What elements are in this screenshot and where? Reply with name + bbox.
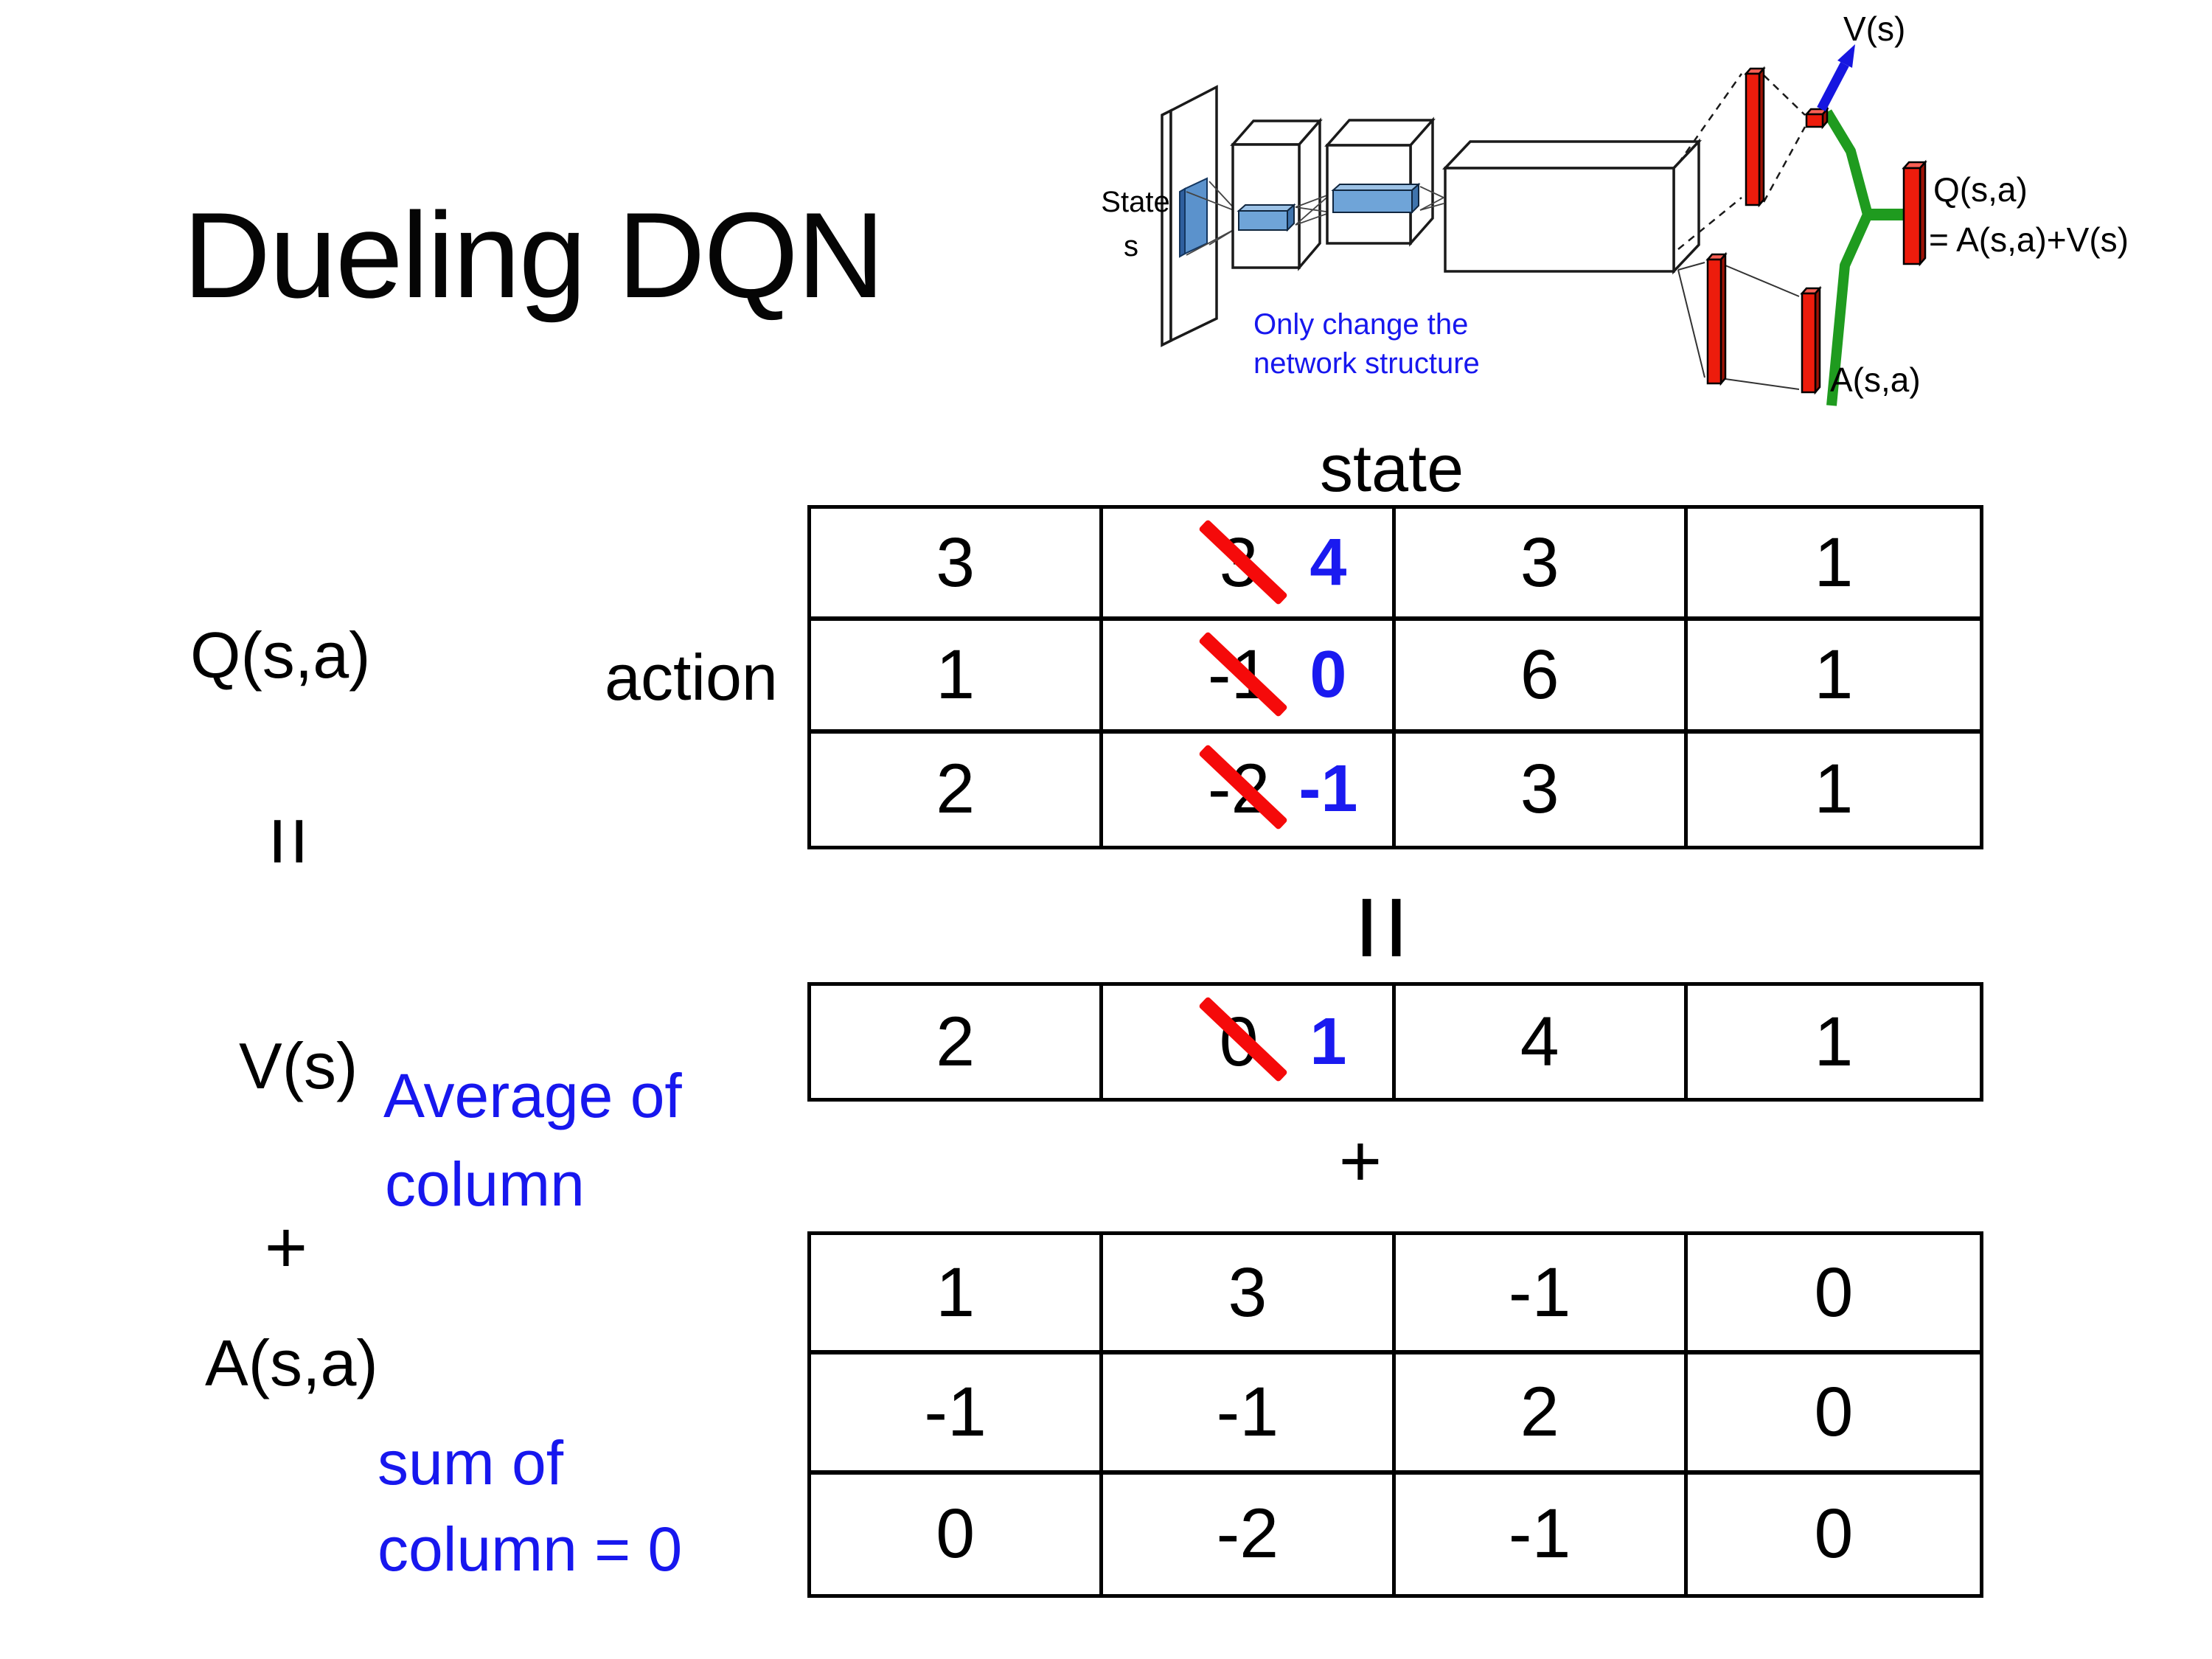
advantage-note-line1: sum of <box>378 1428 564 1498</box>
diagram-q-label-line2: = A(s,a)+V(s) <box>1929 220 2129 259</box>
v-cell: 4 <box>1396 986 1688 1098</box>
a-cell: 0 <box>1814 1495 1854 1573</box>
new-value: 4 <box>1310 525 1347 599</box>
value-arrow <box>1817 44 1855 112</box>
value-scalar-node <box>1804 106 1829 130</box>
input-plate <box>1161 85 1218 347</box>
hidden-layer-block <box>1441 138 1703 275</box>
advantage-table: 1 3 -1 0 -1 -1 2 0 0 -2 -1 0 <box>807 1231 1983 1598</box>
a-cell: 1 <box>811 1235 1104 1355</box>
network-architecture-diagram: State s Only change the network structur… <box>1101 10 2129 406</box>
equals-sign-left: = <box>240 815 338 867</box>
q-cell: 2 <box>811 733 1104 846</box>
v-cell: 2 <box>811 986 1104 1098</box>
value-row-table: 2 0 1 4 1 <box>807 982 1983 1102</box>
a-cell: -1 <box>1395 1235 1688 1355</box>
plus-sign-left: + <box>264 1206 308 1289</box>
value-stream-links <box>1677 73 1806 250</box>
q-cell: 3 <box>811 509 1104 622</box>
action-axis-header: action <box>605 641 778 714</box>
a-cell: 0 <box>1687 1235 1980 1355</box>
advantage-note-line2: column = 0 <box>378 1514 683 1584</box>
new-value: 0 <box>1310 637 1347 712</box>
q-cell: 3 <box>1396 733 1688 846</box>
q-function-label: Q(s,a) <box>190 619 371 692</box>
combine-connector <box>1823 109 1907 406</box>
state-axis-header: state <box>1320 432 1464 506</box>
conv-layer-1 <box>1230 117 1323 271</box>
q-cell-struck: -2 -1 <box>1103 733 1396 846</box>
value-function-label: V(s) <box>239 1029 358 1102</box>
a-cell: -2 <box>1103 1474 1396 1594</box>
feature-map-2 <box>1331 182 1421 215</box>
diagram-input-label-line2: s <box>1124 230 1138 262</box>
conv-lines-2 <box>1295 193 1332 226</box>
value-note-line1: Average of <box>383 1061 682 1130</box>
q-cell: 3 <box>1395 509 1688 622</box>
a-cell: -1 <box>811 1354 1104 1475</box>
new-value: -1 <box>1298 752 1358 827</box>
fc-bar-advantage <box>1705 251 1728 386</box>
a-cell: 0 <box>1687 1354 1980 1475</box>
conv-filter-patch <box>1179 177 1208 258</box>
equals-sign-center: = <box>1318 893 1450 962</box>
fc-bar-value <box>1744 66 1766 208</box>
diagram-value-label: V(s) <box>1843 10 1905 48</box>
conv-layer-2 <box>1324 116 1436 247</box>
diagram-input-label-line1: State <box>1101 186 1169 218</box>
v-cell: 1 <box>1814 1002 1854 1081</box>
v-cell-struck: 0 1 <box>1103 986 1396 1098</box>
a-cell: 3 <box>1103 1235 1396 1355</box>
q-cell: 6 <box>1395 621 1688 734</box>
q-cell-struck: 3 4 <box>1103 509 1396 622</box>
a-cell: -1 <box>1396 1474 1688 1594</box>
plus-sign-center: + <box>1338 1119 1382 1203</box>
q-cell-struck: -1 0 <box>1103 621 1396 734</box>
advantage-stream-links <box>1677 262 1800 390</box>
advantage-function-label: A(s,a) <box>205 1326 378 1399</box>
q-value-table: 3 3 4 3 1 1 -1 0 6 1 2 -2 -1 3 1 <box>807 505 1983 849</box>
page-title: Dueling DQN <box>183 187 885 323</box>
new-value: 1 <box>1310 1004 1347 1079</box>
feature-map-1 <box>1237 203 1296 232</box>
a-cell: 0 <box>811 1474 1104 1594</box>
diagram-advantage-label: A(s,a) <box>1830 361 1921 399</box>
conv-lines-3 <box>1419 186 1444 211</box>
q-cell: 1 <box>811 621 1104 734</box>
a-cell: 2 <box>1395 1354 1688 1475</box>
advantage-vector-node <box>1800 285 1822 395</box>
value-note-line2: column <box>385 1150 585 1219</box>
q-cell: 1 <box>1814 750 1854 829</box>
diagram-note-line2: network structure <box>1253 347 1480 380</box>
q-cell: 1 <box>1687 509 1980 622</box>
diagram-q-label-line1: Q(s,a) <box>1933 170 2028 209</box>
diagram-note-line1: Only change the <box>1253 308 1468 341</box>
a-cell: -1 <box>1103 1354 1396 1475</box>
q-output-bar <box>1902 159 1927 267</box>
q-cell: 1 <box>1687 621 1980 734</box>
